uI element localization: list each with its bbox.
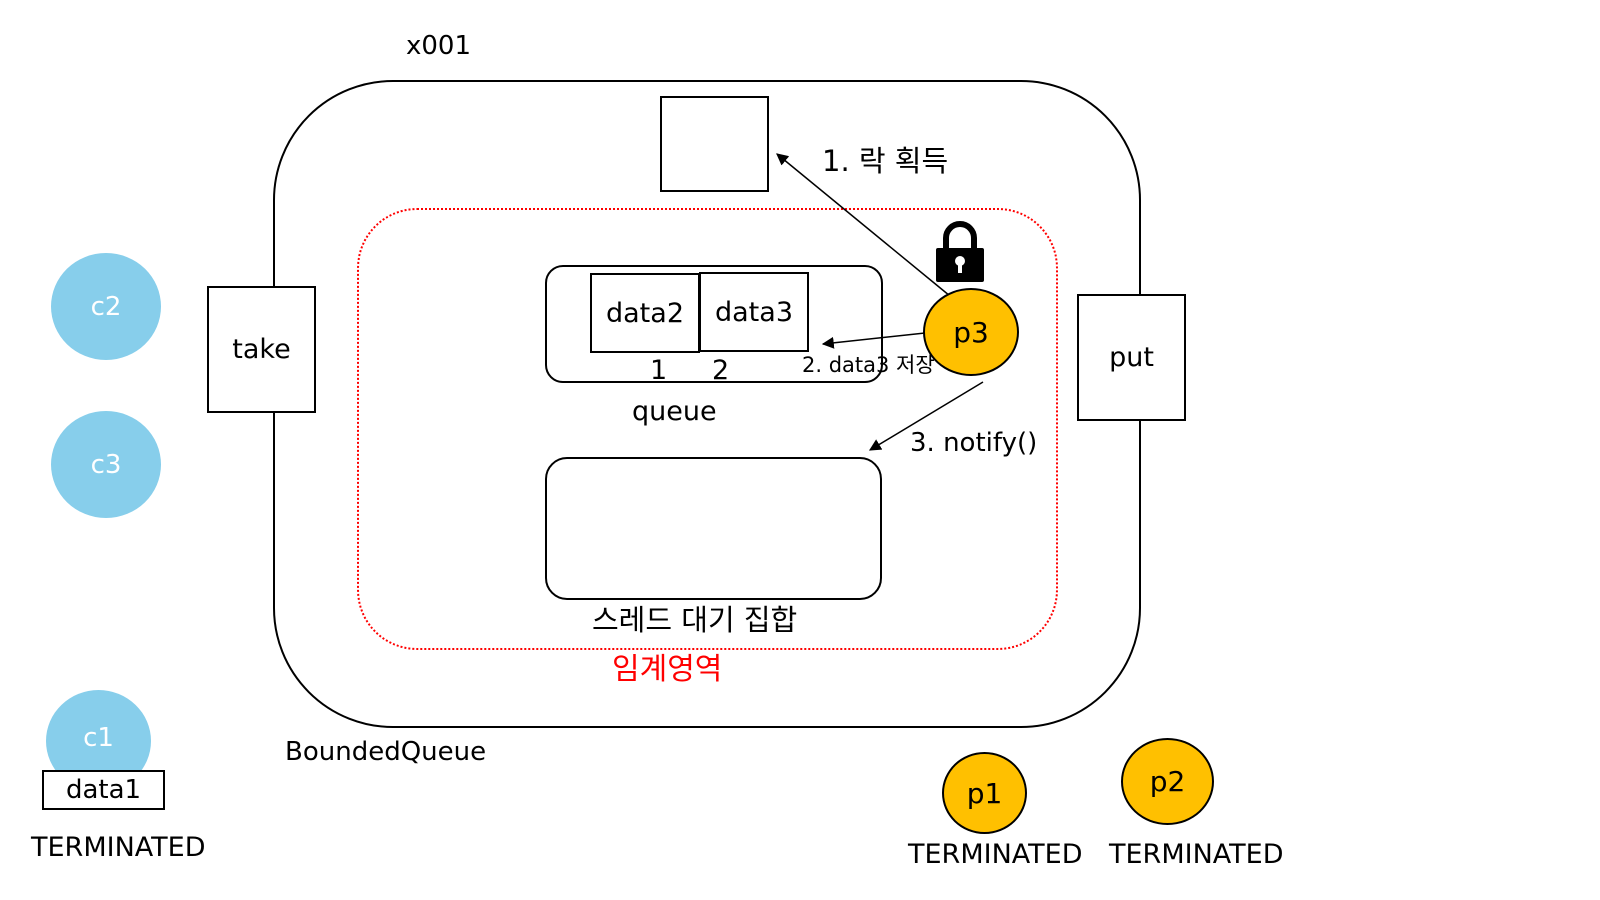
- take-label: take: [232, 334, 291, 365]
- bounded-queue-label: BoundedQueue: [285, 737, 487, 767]
- queue-item-label: data2: [606, 297, 684, 329]
- step-acquire-lock-label: 1. 락 획득: [822, 144, 949, 178]
- c1-state-label: TERMINATED: [31, 832, 206, 863]
- p2-state-label: TERMINATED: [1109, 839, 1284, 870]
- producer-thread-p2[interactable]: p2: [1121, 738, 1214, 825]
- critical-section-label: 임계영역: [612, 652, 723, 687]
- producer-label: p3: [953, 315, 989, 349]
- thread-wait-set-label: 스레드 대기 집합: [592, 603, 798, 637]
- put-method-box[interactable]: put: [1077, 294, 1186, 421]
- critical-section-boundary: [357, 208, 1058, 650]
- queue-index: 2: [712, 355, 730, 386]
- lock-slot: [660, 96, 769, 192]
- producer-thread-p3[interactable]: p3: [923, 288, 1019, 376]
- consumer-thread-c2[interactable]: c2: [51, 253, 161, 360]
- p1-state-label: TERMINATED: [908, 839, 1083, 870]
- consumed-data-label: data1: [65, 775, 142, 805]
- queue-item: data2: [590, 273, 700, 353]
- lock-icon: [936, 221, 984, 282]
- queue-label: queue: [632, 396, 717, 427]
- queue-container: [545, 265, 883, 383]
- instance-id-label: x001: [406, 31, 472, 61]
- step-store-data-label: 2. data3 저장: [802, 353, 935, 377]
- producer-label: p2: [1149, 765, 1186, 798]
- put-label: put: [1109, 342, 1154, 373]
- consumed-data-box: data1: [42, 770, 165, 810]
- queue-item-label: data3: [715, 296, 793, 328]
- acquire-lock-arrow: [776, 153, 951, 297]
- consumer-thread-c3[interactable]: c3: [51, 411, 161, 518]
- queue-index: 1: [650, 355, 668, 386]
- notify-arrow: [868, 381, 984, 451]
- producer-label: p1: [966, 776, 1003, 810]
- store-data-arrow: [821, 332, 926, 349]
- thread-wait-set: [545, 457, 882, 600]
- step-notify-label: 3. notify(): [910, 428, 1038, 458]
- consumer-label: c3: [90, 449, 122, 480]
- queue-item: data3: [699, 272, 809, 352]
- producer-thread-p1[interactable]: p1: [942, 752, 1027, 834]
- consumer-label: c2: [90, 291, 122, 322]
- take-method-box[interactable]: take: [207, 286, 316, 413]
- consumer-label: c1: [83, 723, 114, 753]
